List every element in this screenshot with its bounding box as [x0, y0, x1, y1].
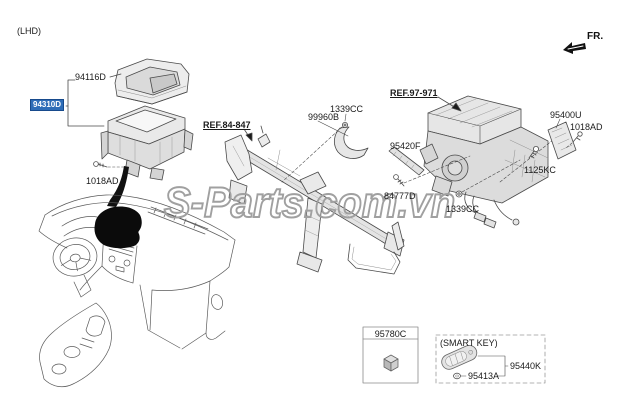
ref-label-heater: REF.97-971 [390, 88, 438, 98]
bracket-side-drawing [388, 146, 425, 176]
hvac-drawing [419, 95, 549, 229]
part-label-screw-right: 1018AD [570, 122, 603, 132]
part-label-nut-lower: 1339CC [446, 204, 480, 214]
fr-label: FR. [587, 31, 604, 42]
screw-center-icon [393, 155, 471, 187]
variant-label: (LHD) [17, 26, 41, 36]
part-location-blob [94, 206, 142, 249]
bolt-right-icon [499, 139, 554, 183]
part-label-hud-cover: 94116D [75, 72, 106, 82]
hud-cover-drawing [114, 58, 190, 105]
smart-key-title: (SMART KEY) [440, 338, 498, 348]
key-fob-drawing [441, 344, 478, 370]
part-label-unit-bracket: 95400U [550, 110, 582, 120]
part-label-bracket-upper: 99960B [308, 112, 340, 122]
part-label-nut-upper: 1339CC [330, 104, 364, 114]
ref-label-crossmember: REF.84-847 [203, 120, 251, 130]
nut-lower-icon [455, 159, 521, 198]
part-label-screw-center: 84777D [384, 191, 416, 201]
unit-box-header: 95780C [374, 329, 407, 339]
part-label-screw-left: 1018AD [86, 176, 119, 186]
part-label-bolt-right: 1125KC [524, 165, 556, 175]
part-label-bracket-side: 95420F [390, 141, 421, 151]
part-label-key-battery: 95413A [468, 371, 500, 381]
ref-heater-arrow [437, 96, 462, 112]
watermark: S-Parts.com.vn [163, 179, 456, 227]
hud-callout-lines [65, 73, 122, 127]
ref-crossmember-arrow [243, 128, 253, 142]
hud-unit-drawing [100, 105, 194, 181]
smart-key-box-drawing [435, 334, 546, 384]
locator-arrow [107, 166, 129, 207]
part-label-hud-unit-highlighted[interactable]: 94310D [30, 99, 65, 111]
unit-box-drawing [362, 326, 419, 384]
bracket-upper-drawing [281, 113, 369, 183]
unit-bracket-drawing [547, 118, 583, 160]
part-label-key-fob: 95440K [510, 361, 542, 371]
fr-arrow-icon [563, 42, 586, 54]
crossmember-drawing [224, 125, 405, 275]
